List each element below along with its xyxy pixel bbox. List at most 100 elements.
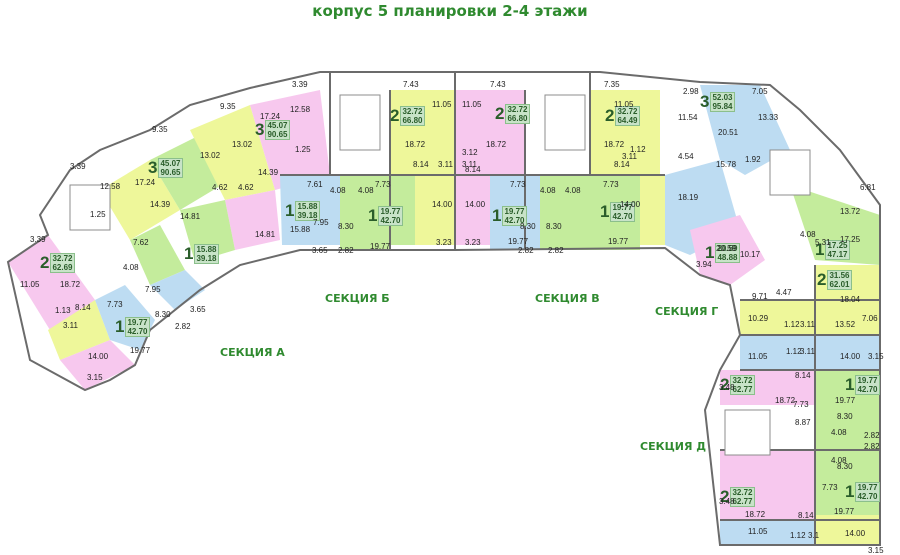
living-area: 19.77 [857,483,878,492]
room-blue [720,520,815,545]
room-area-label: 7.95 [313,218,329,227]
room-area-label: 3.23 [465,238,481,247]
room-count: 2 [720,375,730,394]
room-area-label: 7.61 [307,180,323,189]
living-area: 19.77 [857,376,878,385]
room-green [790,185,880,265]
total-area: 39.18 [297,211,318,220]
total-area: 62.69 [52,263,73,272]
stair-core-b [339,94,381,151]
section-label-g: СЕКЦИЯ Г [655,305,719,318]
section-label-a: СЕКЦИЯ А [220,346,285,359]
section-label-d: СЕКЦИЯ Д [640,440,707,453]
room-area-label: 13.72 [840,207,861,216]
room-yellow [100,160,180,240]
room-area-label: 9.35 [152,125,168,134]
living-area: 19.77 [127,318,148,327]
room-area-label: 4.08 [123,263,139,272]
room-area-label: 2.82 [175,322,191,331]
room-area-label: 9.71 [752,292,768,301]
room-green [180,200,235,262]
room-area-label: 19.77 [834,507,855,516]
room-count: 1 [815,240,825,259]
room-area-label: 3.23 [436,238,452,247]
room-area-label: 11.05 [748,352,768,361]
room-area-label: 13.33 [758,113,779,122]
room-area-label: 17.24 [260,112,281,121]
room-area-label: 3.11 [622,152,637,161]
room-pink [720,450,815,520]
room-area-label: 14.81 [180,212,201,221]
room-area-label: 7.43 [403,80,419,89]
living-area: 32.72 [402,107,423,116]
room-area-label: 4.62 [212,183,228,192]
room-area-label: 4.08 [831,456,847,465]
living-area: 32.72 [507,105,528,114]
stair-core-a [69,184,111,231]
living-area: 19.77 [612,203,633,212]
living-area: 15.88 [196,245,217,254]
room-area-label: 14.00 [620,200,641,209]
room-green [130,225,185,285]
room-area-label: 10.29 [748,314,769,323]
living-area: 20.59 [717,244,738,253]
living-area: 17.25 [827,241,848,250]
room-area-label: 19.77 [370,242,391,251]
room-area-label: 4.08 [800,230,816,239]
living-area: 45.07 [160,159,181,168]
room-area-label: 11.05 [614,100,634,109]
room-count: 2 [390,106,400,125]
room-area-label: 7.06 [862,314,878,323]
room-area-label: 5.31 [815,238,831,247]
room-area-label: 12.58 [290,105,311,114]
room-area-label: 2.98 [683,87,699,96]
room-blue [740,335,880,370]
room-area-label: 20.59 [716,244,737,253]
room-area-label: 4.62 [238,183,254,192]
room-area-label: 8.14 [75,303,91,312]
room-count: 1 [115,317,125,336]
room-area-label: 3.12 [462,148,478,157]
room-area-label: 12.58 [100,182,121,191]
stair-cores [69,94,811,456]
living-area: 15.88 [297,202,318,211]
room-count: 1 [600,202,610,221]
room-area-label: 3.48 [719,497,735,506]
total-area: 90.65 [160,168,181,177]
room-count: 2 [605,106,615,125]
living-area: 31.56 [829,271,850,280]
outer-wall [6,71,881,546]
room-area-label: 8.14 [465,165,481,174]
total-area: 62.77 [732,385,753,394]
room-area-label: 8.30 [546,222,562,231]
room-area-label: 3.11 [438,160,453,169]
room-area-label: 1.25 [295,145,311,154]
room-area-label: 15.88 [290,225,311,234]
room-area-label: 1.25 [90,210,106,219]
room-area-label: 2.82 [548,246,564,255]
room-area-label: 7.62 [133,238,149,247]
room-area-label: 20.51 [718,128,739,137]
room-area-label: 7.05 [752,87,768,96]
room-area-label: 3.11 [462,160,477,169]
room-area-label: 18.04 [840,295,861,304]
room-area-label: 19.77 [130,346,151,355]
room-area-label: 3.11 [800,320,815,329]
room-area-label: 2.82 [864,442,880,451]
